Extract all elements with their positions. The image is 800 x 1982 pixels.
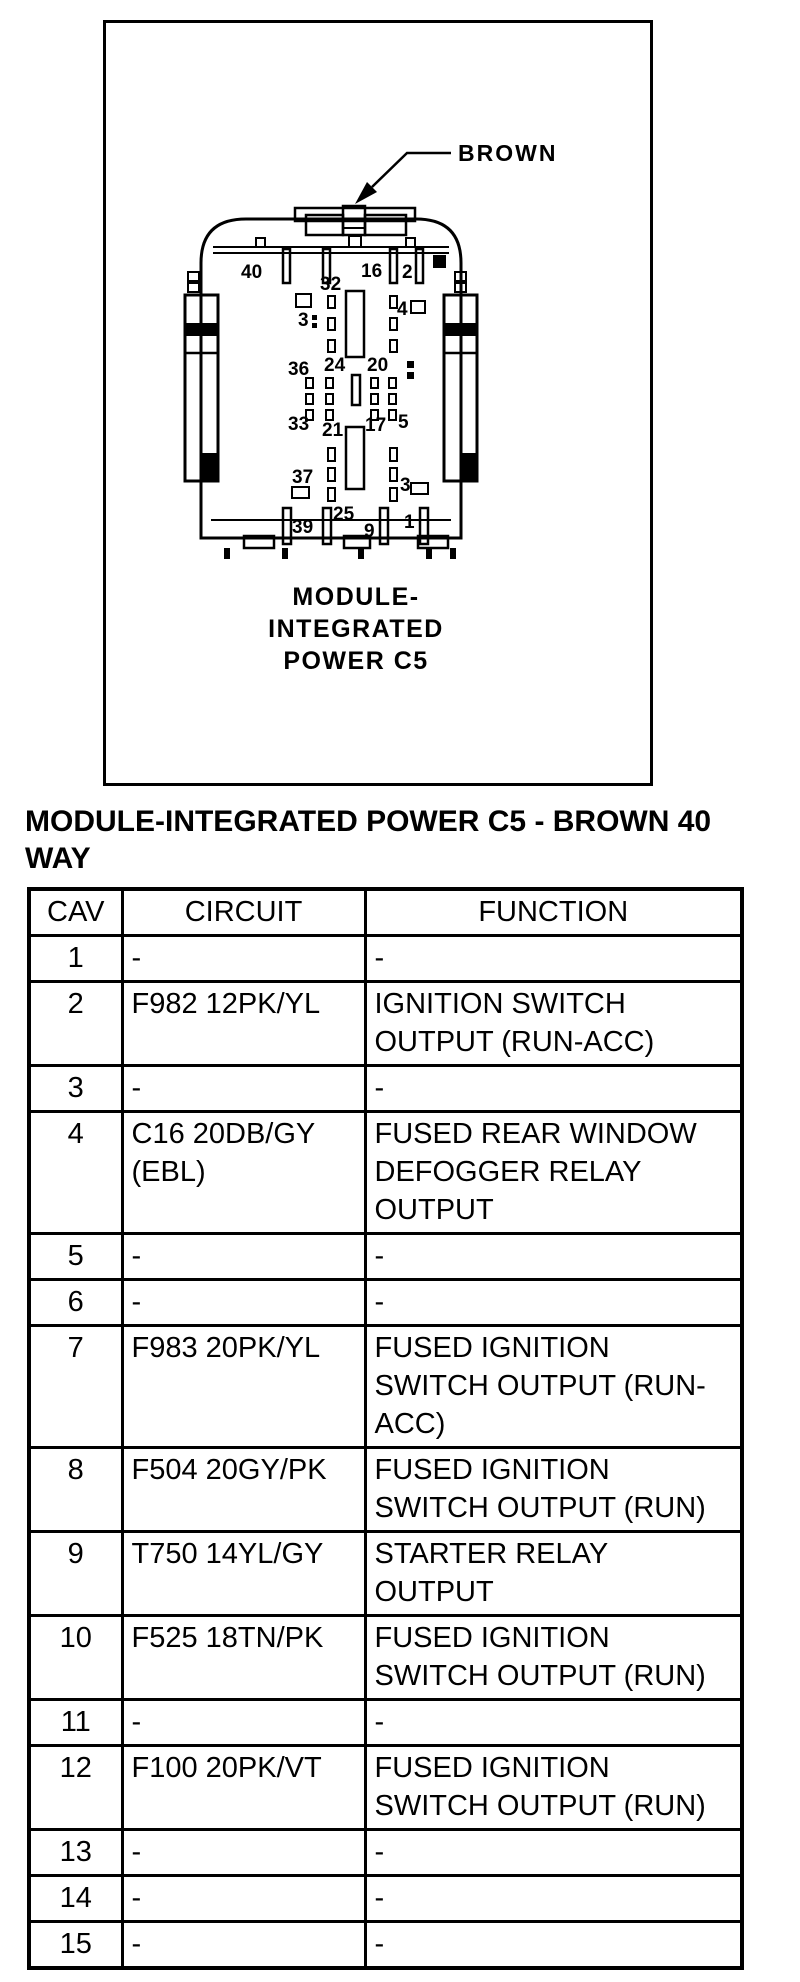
cell-cav: 3 [27,1064,124,1113]
connector-line-art: BROWN [183,140,557,559]
cell-circuit: - [120,1874,367,1923]
connector-diagram-box: BROWN [103,20,653,786]
table-row: 11 - - [27,1698,744,1747]
cell-cav: 12 [27,1744,124,1831]
pin-label-40: 40 [241,262,262,283]
cell-cav: 10 [27,1614,124,1701]
cell-function: - [363,1874,744,1923]
caption-line-3: POWER C5 [283,647,429,675]
pin-label-20: 20 [367,355,388,376]
section-heading: MODULE-INTEGRATED POWER C5 - BROWN 40 WA… [25,805,712,875]
cell-cav: 7 [27,1324,124,1449]
cell-cav: 13 [27,1828,124,1877]
cell-circuit: F525 18TN/PK [120,1614,367,1701]
cell-circuit: - [120,1698,367,1747]
cell-function: FUSED IGNITION SWITCH OUTPUT (RUN) [363,1614,744,1701]
cell-circuit: T750 14YL/GY [120,1530,367,1617]
table-row: 9 T750 14YL/GY STARTER RELAY OUTPUT [27,1530,744,1617]
cell-cav: 1 [27,934,124,983]
cell-circuit: F982 12PK/YL [120,980,367,1067]
pin-label-5: 5 [398,412,409,433]
cell-function: STARTER RELAY OUTPUT [363,1530,744,1617]
cell-function: - [363,1232,744,1281]
connector-color-label: BROWN [458,140,557,166]
cell-function: - [363,1828,744,1877]
table-row: 12 F100 20PK/VT FUSED IGNITION SWITCH OU… [27,1744,744,1831]
cell-circuit: - [120,1920,367,1970]
cell-circuit: - [120,934,367,983]
pin-label-21: 21 [322,420,344,441]
cell-circuit: - [120,1064,367,1113]
cell-function: FUSED IGNITION SWITCH OUTPUT (RUN) [363,1744,744,1831]
table-row: 10 F525 18TN/PK FUSED IGNITION SWITCH OU… [27,1614,744,1701]
pin-label-3a: 3 [298,310,309,331]
connector-caption: MODULE- INTEGRATED POWER C5 [84,581,628,677]
pin-label-16: 16 [361,261,382,282]
arrowhead-icon [355,182,377,204]
table-row: 2 F982 12PK/YL IGNITION SWITCH OUTPUT (R… [27,980,744,1067]
table-row: 1 - - [27,934,744,983]
pin-label-33: 33 [288,414,309,435]
pin-label-2: 2 [402,262,413,283]
table-row: 5 - - [27,1232,744,1281]
cell-function: - [363,934,744,983]
pin-label-17: 17 [365,415,386,436]
cell-function: - [363,1064,744,1113]
pin-label-3b: 3 [400,475,411,496]
pin-label-39: 39 [292,517,313,538]
table-row: 8 F504 20GY/PK FUSED IGNITION SWITCH OUT… [27,1446,744,1533]
table-row: 7 F983 20PK/YL FUSED IGNITION SWITCH OUT… [27,1324,744,1449]
cell-circuit: F504 20GY/PK [120,1446,367,1533]
cell-function: FUSED IGNITION SWITCH OUTPUT (RUN) [363,1446,744,1533]
cell-circuit: F983 20PK/YL [120,1324,367,1449]
pin-label-36: 36 [288,359,309,380]
caption-line-2: INTEGRATED [268,615,444,643]
caption-line-1: MODULE- [292,583,420,611]
table-row: 6 - - [27,1278,744,1327]
column-header-circuit: CIRCUIT [120,887,367,937]
pinout-table-header: CAV CIRCUIT FUNCTION [27,887,744,937]
pinout-table-body: 1 - - 2 F982 12PK/YL IGNITION SWITCH OUT… [27,934,744,1970]
cell-cav: 6 [27,1278,124,1327]
cell-circuit: F100 20PK/VT [120,1744,367,1831]
cell-function: IGNITION SWITCH OUTPUT (RUN-ACC) [363,980,744,1067]
cell-cav: 8 [27,1446,124,1533]
pin-label-24: 24 [324,355,346,376]
cell-function: FUSED REAR WINDOW DEFOGGER RELAY OUTPUT [363,1110,744,1235]
cell-cav: 9 [27,1530,124,1617]
cell-function: FUSED IGNITION SWITCH OUTPUT (RUN-ACC) [363,1324,744,1449]
column-header-cav: CAV [27,887,124,937]
cell-cav: 2 [27,980,124,1067]
table-row: 3 - - [27,1064,744,1113]
pinout-table: CAV CIRCUIT FUNCTION 1 - - 2 F982 12PK/Y… [27,887,744,1970]
pin-label-25: 25 [333,504,355,525]
table-row: 15 - - [27,1920,744,1970]
table-row: 13 - - [27,1828,744,1877]
table-row: 14 - - [27,1874,744,1923]
cell-cav: 4 [27,1110,124,1235]
cell-function: - [363,1698,744,1747]
cell-circuit: C16 20DB/GY (EBL) [120,1110,367,1235]
leader-line [371,151,451,188]
cell-circuit: - [120,1232,367,1281]
pin-label-32: 32 [320,274,341,295]
cell-cav: 15 [27,1920,124,1970]
cell-circuit: - [120,1828,367,1877]
pin-label-37: 37 [292,467,313,488]
column-header-function: FUNCTION [363,887,744,937]
cell-cav: 5 [27,1232,124,1281]
cell-cav: 14 [27,1874,124,1923]
table-row: 4 C16 20DB/GY (EBL) FUSED REAR WINDOW DE… [27,1110,744,1235]
pin-label-1: 1 [404,512,415,533]
cell-cav: 11 [27,1698,124,1747]
pin-label-9: 9 [364,521,375,542]
pin-label-4: 4 [397,299,408,320]
cell-function: - [363,1920,744,1970]
cell-circuit: - [120,1278,367,1327]
cell-function: - [363,1278,744,1327]
